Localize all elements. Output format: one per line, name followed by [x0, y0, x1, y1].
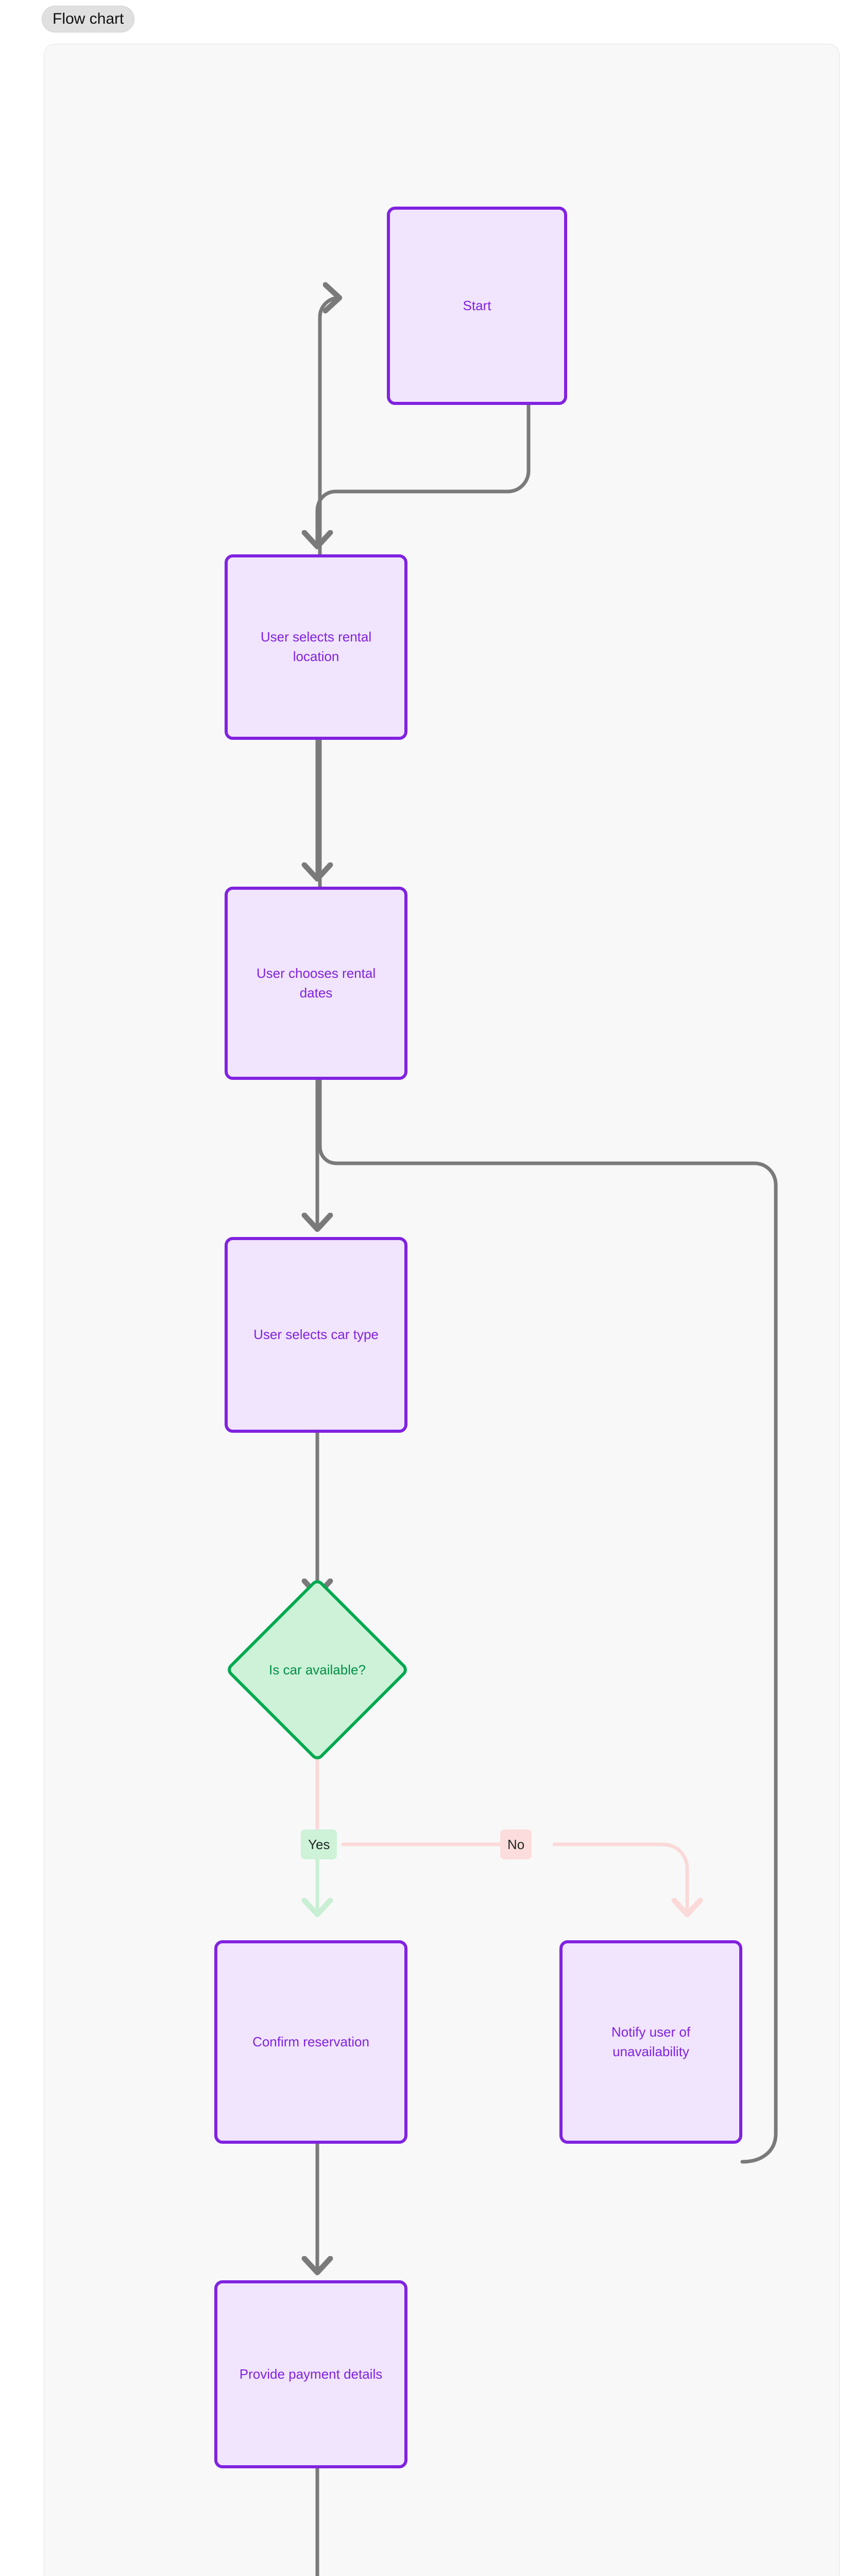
- node-provide-payment-details-label: Provide payment details: [239, 2366, 383, 2382]
- node-is-car-available[interactable]: Is car available?: [225, 1577, 410, 1762]
- node-start-label: Start: [463, 297, 491, 313]
- flowchart-canvas[interactable]: Start User selects rental location User …: [44, 44, 840, 2576]
- edge-label-yes: Yes: [301, 1829, 337, 1859]
- node-confirm-reservation[interactable]: Confirm reservation: [214, 1940, 407, 2144]
- edge-label-no-text: No: [507, 1836, 525, 1852]
- edge-notify-to-start: [318, 298, 778, 2164]
- node-user-chooses-rental-dates[interactable]: User chooses rental dates: [225, 887, 407, 1080]
- node-user-selects-car-type[interactable]: User selects car type: [225, 1237, 407, 1433]
- node-confirm-reservation-label: Confirm reservation: [252, 2033, 369, 2049]
- edge-start-to-location: [317, 403, 531, 547]
- node-user-selects-rental-location[interactable]: User selects rental location: [225, 554, 407, 740]
- node-provide-payment-details[interactable]: Provide payment details: [214, 2280, 407, 2468]
- decision-diamond-shape: [225, 1577, 410, 1762]
- edge-label-no: No: [500, 1829, 532, 1859]
- flowchart-tab[interactable]: Flow chart: [42, 6, 135, 32]
- edge-label-yes-text: Yes: [308, 1836, 330, 1852]
- flowchart-tab-label: Flow chart: [53, 10, 124, 27]
- edge-layer: [44, 44, 778, 2576]
- node-user-selects-car-type-label: User selects car type: [253, 1327, 379, 1343]
- node-start[interactable]: Start: [387, 207, 567, 405]
- node-notify-user-of-unavailability[interactable]: Notify user of unavailability: [559, 1940, 742, 2144]
- edge-no-to-notify: [552, 1842, 687, 1914]
- node-notify-user-of-unavailability-label: Notify user of unavailability: [611, 2024, 691, 2059]
- node-user-chooses-rental-dates-label: User chooses rental dates: [256, 965, 376, 1001]
- node-user-selects-rental-location-label: User selects rental location: [260, 629, 372, 664]
